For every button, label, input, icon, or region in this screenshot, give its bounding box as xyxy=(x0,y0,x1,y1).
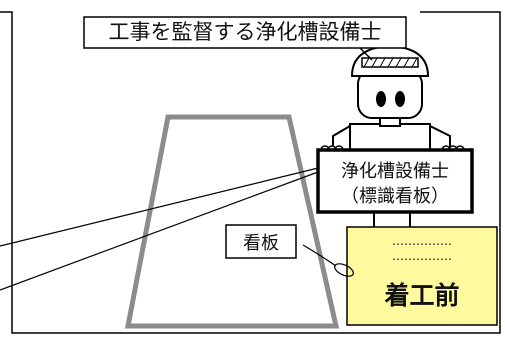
road-perspective-icon xyxy=(124,114,340,329)
board-label-callout: 看板 xyxy=(225,224,354,277)
site-board-dots-1: …………… xyxy=(392,234,452,248)
large-sign-line2: （標識看板） xyxy=(341,186,449,207)
site-board-dots-2: …………… xyxy=(392,249,452,263)
scene-frame xyxy=(0,11,501,334)
board-label-text: 看板 xyxy=(243,233,279,254)
large-sign: 浄化槽設備士 （標識看板） xyxy=(316,148,474,214)
site-board-text: 着工前 xyxy=(383,281,459,310)
title-callout-text: 工事を監督する浄化槽設備士 xyxy=(109,20,382,44)
leader-lines xyxy=(0,167,319,291)
large-sign-line1: 浄化槽設備士 xyxy=(341,161,449,182)
title-callout: 工事を監督する浄化槽設備士 xyxy=(83,16,407,61)
site-board: …………… …………… 着工前 xyxy=(346,226,498,326)
